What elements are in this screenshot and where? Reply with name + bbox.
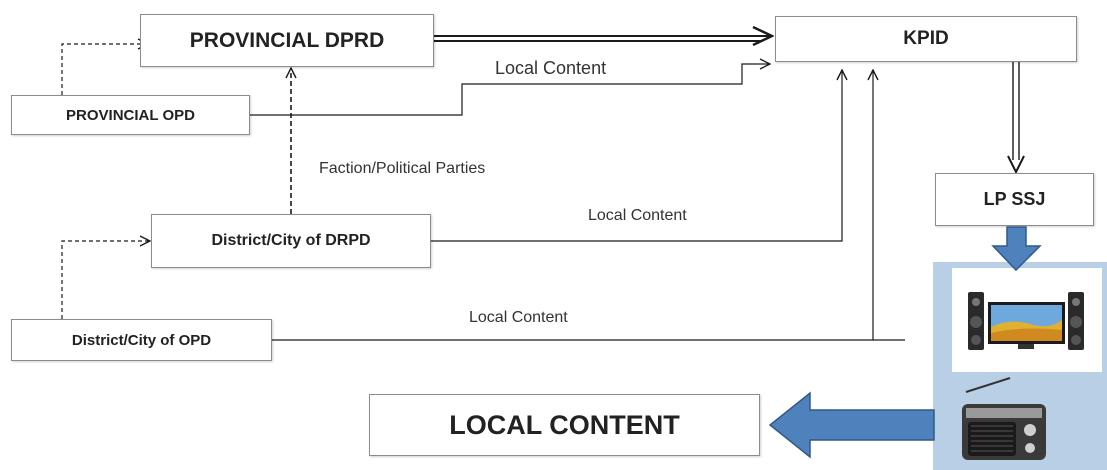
- node-local-content-label: LOCAL CONTENT: [449, 409, 680, 440]
- edge-kpid-to-lpssj-head: [1007, 155, 1025, 175]
- node-provincial-dprd: PROVINCIAL DPRD: [140, 14, 434, 67]
- radio-icon: [962, 377, 1046, 460]
- node-district-opd-label: District/City of OPD: [71, 331, 212, 349]
- label-faction: Faction/Political Parties: [319, 160, 486, 177]
- edge-provincial-opd-to-dprd: [61, 44, 148, 95]
- node-kpid-label: KPID: [903, 28, 949, 49]
- node-lp-ssj-label: LP SSJ: [983, 189, 1046, 209]
- block-arrow-left: [768, 391, 935, 459]
- node-district-drpd-label: District/City of DRPD: [211, 232, 371, 249]
- edge-district-opd-to-drpd: [61, 241, 150, 319]
- node-kpid: KPID: [775, 16, 1077, 62]
- node-provincial-opd: PROVINCIAL OPD: [11, 95, 250, 135]
- node-provincial-dprd-label: PROVINCIAL DPRD: [189, 28, 385, 52]
- label-opd-to-kpid: Local Content: [495, 58, 607, 78]
- node-provincial-opd-label: PROVINCIAL OPD: [66, 106, 195, 124]
- block-arrow-down: [991, 226, 1042, 272]
- edge-provincial-opd-to-kpid: [250, 64, 770, 116]
- edge-kpid-to-lpssj: [1012, 62, 1020, 160]
- label-drpd-to-kpid: Local Content: [588, 207, 687, 224]
- node-lp-ssj: LP SSJ: [935, 173, 1094, 226]
- tv-with-speakers-icon: [968, 292, 1084, 350]
- node-district-drpd: District/City of DRPD: [151, 214, 431, 268]
- node-local-content: LOCAL CONTENT: [369, 394, 760, 456]
- node-district-opd: District/City of OPD: [11, 319, 272, 361]
- edge-drpd-to-kpid: [431, 70, 842, 242]
- label-district-opd-to-kpid: Local Content: [469, 309, 568, 326]
